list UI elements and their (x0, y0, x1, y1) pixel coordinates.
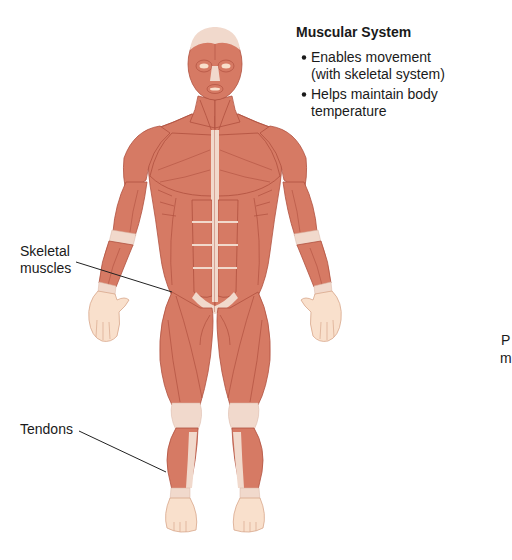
eye-ring (218, 60, 234, 72)
bullet (302, 55, 306, 59)
nose (210, 66, 220, 81)
figure-title: Muscular System (296, 24, 411, 41)
eye (222, 64, 231, 69)
part-label: Tendons (20, 421, 73, 438)
mouth-muscle (207, 85, 223, 94)
leader-line (76, 262, 172, 292)
cropped-text: m (500, 350, 512, 367)
cropped-text: P (501, 332, 510, 349)
eye (200, 64, 209, 69)
lips (210, 88, 220, 91)
frontalis-line (215, 44, 216, 60)
part-label: Skeletal muscles (20, 243, 80, 277)
bullet-text: Helps maintain body temperature (311, 86, 456, 120)
right-half (215, 96, 341, 532)
head (188, 28, 242, 100)
leader-line (79, 431, 166, 472)
left-half (89, 96, 215, 532)
eye-ring (196, 60, 212, 72)
bullet-text: Enables movement (with skeletal system) (311, 49, 456, 83)
bullet (302, 92, 306, 96)
